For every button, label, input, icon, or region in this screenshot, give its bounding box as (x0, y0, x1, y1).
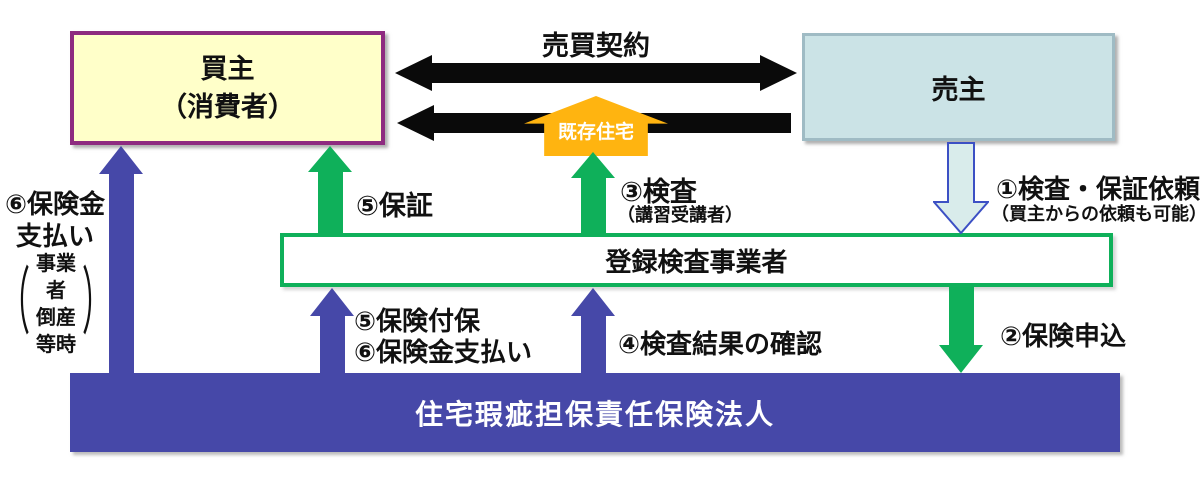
step4-result-label: ④検査結果の確認 (618, 329, 823, 359)
step6-bracket-note: （ 事業者 倒産等時 ） (0, 251, 112, 359)
arrow-head-up-icon (310, 288, 354, 316)
arrow-shaft (580, 316, 606, 373)
arrow-head-down-icon (939, 345, 983, 373)
existing-house-label: 既存住宅 (557, 122, 634, 143)
bracket-line1: 事業者 (36, 253, 76, 302)
arrow-shaft (432, 63, 760, 83)
arrow-shaft (108, 174, 134, 373)
insurance-payment-to-buyer-arrow (99, 146, 143, 373)
step3-inspection-label: ③検査 (620, 177, 697, 207)
step1-request-label: ①検査・保証依頼 (996, 174, 1200, 204)
guarantee-to-buyer-arrow (308, 146, 352, 233)
step5-6-line1: ⑤保険付保 (354, 306, 481, 336)
inspector-label: 登録検査事業者 (605, 246, 788, 277)
inspection-to-house-arrow (571, 152, 615, 233)
arrow-head-up-icon (99, 146, 143, 174)
arrow-shaft (319, 316, 345, 373)
seller-label: 売主 (931, 74, 986, 105)
arrow-head-up-icon (308, 146, 352, 172)
arrow-head-up-icon (571, 288, 615, 316)
inspector-node: 登録検査事業者 (280, 233, 1113, 287)
seller-node: 売主 (802, 33, 1115, 141)
bracket-line2: 倒産等時 (36, 307, 76, 356)
sales-contract-label: 売買契約 (542, 31, 650, 61)
step5-6-insurance-label: ⑤保険付保 ⑥保険金支払い (354, 306, 532, 368)
step1-request-sublabel: （買主からの依頼も可能） (991, 204, 1200, 224)
buyer-label-line1: 買主 (200, 54, 255, 84)
step6-line1: ⑥保険金 (4, 189, 105, 219)
buyer-node: 買主 （消費者） (70, 31, 385, 145)
step6-payment-label: ⑥保険金 支払い (2, 188, 108, 252)
step5-6-line2: ⑥保険金支払い (354, 337, 533, 367)
step6-line2: 支払い (15, 221, 94, 251)
hollow-arrow-shape (933, 142, 989, 234)
arrow-head-left-icon (397, 105, 434, 141)
arrow-head-left-icon (395, 55, 432, 91)
sales-contract-double-arrow (395, 55, 797, 91)
bracket-close: ） (82, 263, 112, 345)
inspection-request-arrow (933, 142, 989, 234)
arrow-head-right-icon (760, 55, 797, 91)
bracket-text: 事業者 倒産等時 (31, 251, 81, 359)
arrow-shaft (580, 178, 606, 233)
buyer-label-line2: （消費者） (160, 92, 295, 122)
insurer-node: 住宅瑕疵担保責任保険法人 (70, 373, 1120, 452)
step2-application-label: ②保険申込 (1000, 321, 1127, 351)
step3-inspection-sublabel: （講習受講者） (617, 205, 743, 225)
insurance-cover-to-inspector-arrow (310, 288, 354, 373)
insurance-application-arrow (939, 287, 983, 373)
step5-guarantee-label: ⑤保証 (356, 191, 433, 221)
insurer-label: 住宅瑕疵担保責任保険法人 (414, 398, 775, 430)
arrow-head-up-icon (571, 152, 615, 178)
arrow-shaft (948, 287, 974, 345)
result-confirmation-arrow (571, 288, 615, 373)
bracket-open: （ (0, 263, 30, 345)
arrow-shaft (317, 172, 343, 233)
